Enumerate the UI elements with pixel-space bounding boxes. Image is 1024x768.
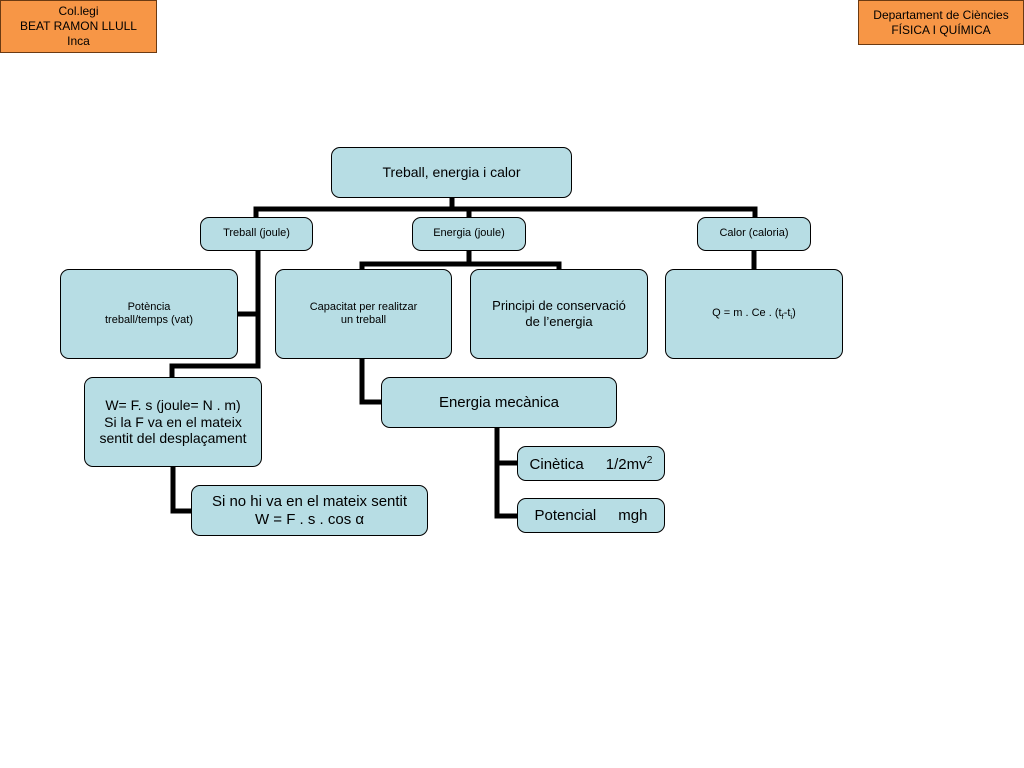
potential-text: Potencial mgh xyxy=(535,507,648,525)
node-work-formula-line-1: W= F. s (joule= N . m) xyxy=(105,396,241,413)
connector-work-trunk xyxy=(169,248,261,380)
node-mechanical-label: Energia mecànica xyxy=(438,393,560,411)
node-heat-formula: Q = m . Ce . (tf-ti) xyxy=(665,269,843,359)
node-energy: Energia (joule) xyxy=(412,217,526,251)
connector-capacity-to-mechanical xyxy=(359,356,384,405)
heat-formula-sub-initial: i xyxy=(790,311,793,321)
node-angled-work: Si no hi va en el mateix sentit W = F . … xyxy=(191,485,428,536)
node-conservation-line-1: Principi de conservació xyxy=(492,298,626,314)
heat-formula-mid: -t xyxy=(783,306,791,319)
department-line-1: Departament de Ciències xyxy=(873,7,1009,22)
node-root-label: Treball, energia i calor xyxy=(382,164,521,181)
department-label-box: Departament de Ciències FÍSICA I QUÍMICA xyxy=(858,0,1024,45)
school-line-2: BEAT RAMON LLULL xyxy=(20,19,137,33)
heat-formula-prefix: Q = m . Ce . (t xyxy=(712,306,782,319)
node-potential: Potencial mgh xyxy=(517,498,665,533)
kinetic-text: Cinètica 1/2mv2 xyxy=(530,454,653,474)
node-work-formula-line-3: sentit del desplaçament xyxy=(99,430,247,447)
node-capacity: Capacitat per realitzar un treball xyxy=(275,269,452,359)
node-angled-work-line-1: Si no hi va en el mateix sentit xyxy=(211,492,408,510)
kinetic-label: Cinètica xyxy=(529,455,584,473)
node-heat-label: Calor (caloria) xyxy=(719,227,789,240)
school-line-1: Col.legi xyxy=(58,4,99,18)
potential-label: Potencial xyxy=(534,506,597,524)
school-line-3: Inca xyxy=(67,34,90,48)
node-power: Potència treball/temps (vat) xyxy=(60,269,238,359)
school-label-box: Col.legi BEAT RAMON LLULL Inca xyxy=(0,0,157,53)
heat-formula-sub-final: f xyxy=(781,311,784,321)
node-heat: Calor (caloria) xyxy=(697,217,811,251)
node-angled-work-line-2: W = F . s . cos α xyxy=(254,510,365,528)
node-work-label: Treball (joule) xyxy=(223,227,290,240)
node-capacity-line-2: un treball xyxy=(340,314,387,326)
node-work: Treball (joule) xyxy=(200,217,313,251)
node-conservation-line-2: de l’energia xyxy=(525,314,593,329)
node-energy-label: Energia (joule) xyxy=(433,227,505,240)
node-power-line-1: Potència xyxy=(127,300,171,313)
connector-work-formula-to-angled xyxy=(170,464,194,514)
node-work-formula: W= F. s (joule= N . m) Si la F va en el … xyxy=(84,377,262,467)
node-conservation: Principi de conservació de l’energia xyxy=(470,269,648,359)
node-work-formula-line-2: Si la F va en el mateix xyxy=(104,413,242,430)
potential-formula: mgh xyxy=(618,506,648,524)
node-kinetic: Cinètica 1/2mv2 xyxy=(517,446,665,481)
node-capacity-line-1: Capacitat per realitzar xyxy=(309,300,418,313)
kinetic-formula: 1/2mv xyxy=(605,455,647,473)
node-root: Treball, energia i calor xyxy=(331,147,572,198)
heat-formula-suffix: ) xyxy=(792,306,796,319)
node-power-line-2: treball/temps (vat) xyxy=(104,314,194,326)
heat-formula-text: Q = m . Ce . (tf-ti) xyxy=(712,307,796,321)
department-line-2: FÍSICA I QUÍMICA xyxy=(891,22,991,37)
kinetic-exponent: 2 xyxy=(646,453,653,466)
node-mechanical: Energia mecànica xyxy=(381,377,617,428)
